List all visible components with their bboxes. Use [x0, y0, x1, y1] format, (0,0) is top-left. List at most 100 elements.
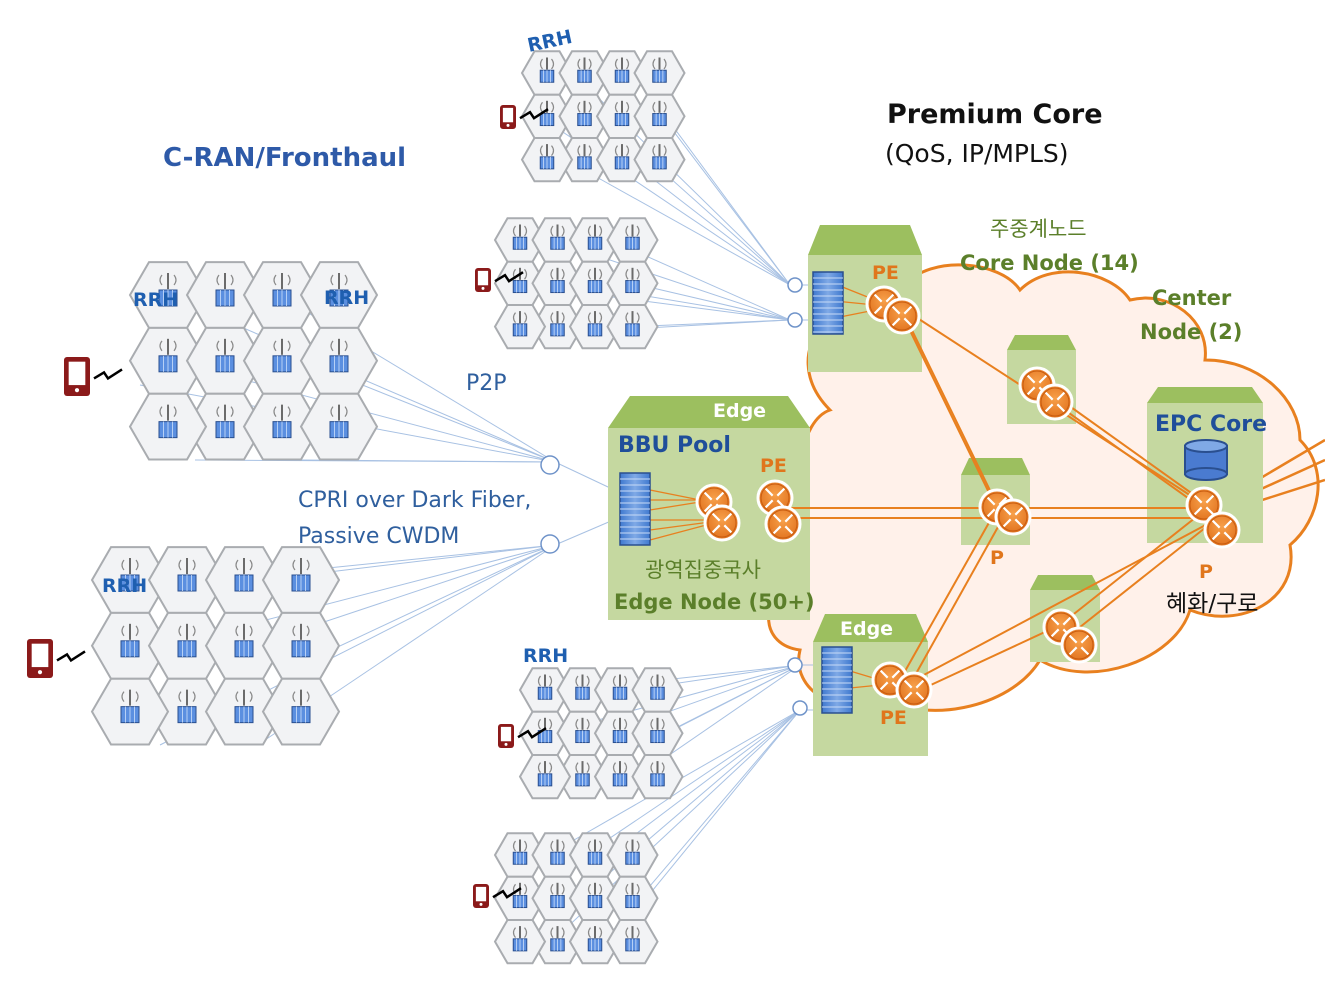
center-node-line2: Node (2) — [1140, 320, 1242, 344]
router-icon — [1185, 486, 1223, 524]
cran-title: C-RAN/Fronthaul — [163, 143, 406, 173]
rrh-unit-icon — [625, 839, 640, 865]
router-icon — [994, 498, 1032, 536]
rrh-unit-icon — [215, 338, 235, 373]
rrh-unit-icon — [177, 558, 197, 592]
router-icon — [895, 671, 933, 709]
rrh-unit-icon — [539, 100, 555, 127]
rrh-unit-icon — [158, 338, 178, 373]
cpri-line1: CPRI over Dark Fiber, — [298, 488, 531, 513]
rrh-unit-icon — [550, 882, 565, 909]
rrh-unit-icon — [650, 674, 665, 700]
edge-label-bbu: Edge — [713, 400, 766, 422]
rrh-unit-icon — [329, 404, 349, 439]
rrh-unit-icon — [120, 623, 140, 658]
rrh-unit-icon — [512, 311, 528, 337]
phone-icon — [27, 639, 86, 678]
epc-core-label: EPC Core — [1155, 412, 1267, 437]
rrh-unit-icon — [612, 761, 628, 787]
rrh-unit-icon — [577, 57, 592, 83]
rrh-unit-icon — [537, 761, 553, 787]
pe-label-bbu: PE — [760, 455, 787, 477]
rrh-unit-icon — [577, 100, 592, 127]
rrh-unit-icon — [652, 100, 667, 127]
rrh-unit-icon — [329, 338, 349, 373]
rrh-unit-icon — [575, 761, 590, 787]
rrh-unit-icon — [587, 839, 603, 865]
server-rack-icon — [619, 271, 853, 714]
hyehwa-label: 혜화/구로 — [1166, 591, 1258, 617]
rrh-unit-icon — [625, 224, 640, 250]
rrh-unit-icon — [177, 623, 197, 658]
server-rack-icon — [821, 646, 853, 714]
router-icon — [1036, 383, 1074, 421]
rrh-unit-icon — [215, 273, 235, 307]
rrh-unit-icon — [512, 224, 528, 250]
rrh-unit-icon — [329, 273, 349, 307]
rrh-unit-icon — [215, 404, 235, 439]
rrh-unit-icon — [614, 144, 630, 170]
phone-icon — [500, 105, 549, 129]
rrh-unit-icon — [291, 558, 311, 592]
rrh-unit-icon — [272, 404, 292, 439]
rrh-unit-icon — [550, 311, 565, 337]
rrh-unit-icon — [625, 267, 640, 294]
rrh-unit-icon — [587, 882, 603, 909]
rrh-unit-icon — [512, 926, 528, 952]
rrh-unit-icon — [650, 761, 665, 787]
rrh-unit-icon — [577, 144, 592, 170]
rrh-label-left1: RRH — [133, 289, 178, 311]
rrh-unit-icon — [120, 689, 140, 724]
pe-label-top: PE — [872, 262, 899, 284]
rrh-unit-icon — [652, 144, 667, 170]
rrh-unit-icon — [512, 839, 528, 865]
rrh-unit-icon — [550, 224, 565, 250]
rrh-unit-icon — [612, 674, 628, 700]
rrh-label-left2: RRH — [324, 287, 369, 309]
rrh-unit-icon — [652, 57, 667, 83]
rrh-unit-icon — [575, 674, 590, 700]
rrh-unit-icon — [550, 926, 565, 952]
edge-node-kr: 광역집중국사 — [645, 558, 761, 582]
rrh-unit-icon — [234, 558, 254, 592]
phone-icon — [473, 884, 522, 908]
rrh-unit-icon — [158, 404, 178, 439]
rrh-unit-icon — [177, 689, 197, 724]
rrh-unit-icon — [587, 926, 603, 952]
rrh-unit-icon — [291, 623, 311, 658]
phone-icon — [498, 724, 547, 748]
rrh-unit-icon — [625, 882, 640, 909]
center-node-line1: Center — [1152, 286, 1232, 310]
server-rack-icon — [619, 472, 651, 546]
p-label-mid: P — [990, 547, 1004, 569]
rrh-unit-icon — [550, 839, 565, 865]
rrh-unit-icon — [587, 224, 603, 250]
rrh-unit-icon — [539, 57, 555, 83]
database-icon — [1184, 439, 1228, 481]
edge-label-bottom: Edge — [840, 618, 893, 640]
rrh-unit-icon — [234, 623, 254, 658]
rrh-unit-icon — [625, 926, 640, 952]
p-label-epc: P — [1199, 561, 1213, 583]
router-icon — [703, 504, 741, 542]
rrh-unit-icon — [587, 311, 603, 337]
rrh-label-bottom: RRH — [523, 645, 568, 667]
rrh-unit-icon — [272, 338, 292, 373]
core-node-kr: 주중계노드 — [990, 217, 1087, 241]
bbu-pool-label: BBU Pool — [618, 433, 731, 458]
core-node-en: Core Node (14) — [960, 251, 1139, 275]
rrh-unit-icon — [158, 273, 178, 307]
rrh-unit-icon — [272, 273, 292, 307]
premium-core-subtitle: (QoS, IP/MPLS) — [885, 139, 1069, 168]
rrh-unit-icon — [575, 717, 590, 744]
pe-label-bottom: PE — [880, 707, 907, 729]
rrh-label-left3: RRH — [102, 575, 147, 597]
rrh-unit-icon — [550, 267, 565, 294]
router-icon — [1060, 626, 1098, 664]
rrh-label-top: RRH — [525, 26, 574, 57]
rrh-unit-icon — [612, 717, 628, 744]
router-icon — [883, 297, 921, 335]
router-icon — [1203, 511, 1241, 549]
phone-layer — [27, 105, 549, 908]
